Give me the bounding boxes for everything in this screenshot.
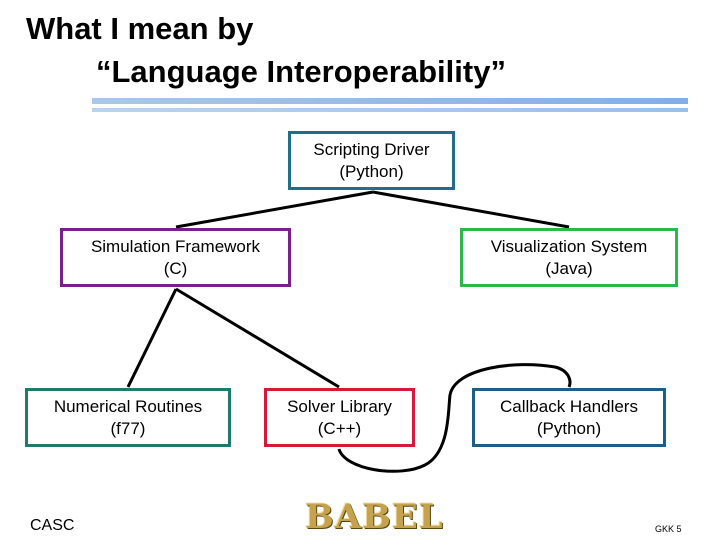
node-visualization-system: Visualization System (Java): [460, 228, 678, 287]
slide-title-line-1: What I mean by: [26, 11, 254, 46]
node-simulation-framework-language: (C): [163, 258, 188, 278]
connector-driver-to-framework: [175, 190, 374, 229]
node-visualization-system-name: Visualization System: [490, 236, 648, 256]
footer-org-label: CASC: [30, 517, 75, 534]
node-solver-library: Solver Library (C++): [264, 388, 415, 447]
connector-framework-to-solver: [175, 287, 340, 389]
node-solver-library-language: (C++): [317, 418, 362, 438]
node-numerical-routines-language: (f77): [110, 418, 146, 438]
node-simulation-framework: Simulation Framework (C): [60, 228, 291, 287]
babel-logo: BABEL: [305, 497, 444, 537]
connector-framework-to-numerical: [126, 288, 178, 388]
node-numerical-routines: Numerical Routines (f77): [25, 388, 231, 447]
title-underline-rule-secondary: [92, 108, 688, 112]
node-scripting-driver-language: (Python): [339, 161, 404, 181]
slide-title-line-2: “Language Interoperability”: [96, 54, 506, 89]
node-solver-library-name: Solver Library: [287, 396, 392, 416]
connector-driver-to-visualization: [372, 190, 570, 229]
node-simulation-framework-name: Simulation Framework: [90, 236, 261, 256]
node-scripting-driver-name: Scripting Driver: [313, 139, 430, 159]
title-underline-rule: [92, 98, 688, 104]
node-callback-handlers-name: Callback Handlers: [500, 396, 638, 416]
node-numerical-routines-name: Numerical Routines: [53, 396, 203, 416]
connector-solver-to-callback: [337, 363, 572, 473]
node-callback-handlers-language: (Python): [536, 418, 602, 438]
node-callback-handlers: Callback Handlers (Python): [472, 388, 666, 447]
node-scripting-driver: Scripting Driver (Python): [288, 131, 455, 190]
node-visualization-system-language: (Java): [545, 258, 593, 278]
slide-number: GKK 5: [655, 524, 682, 534]
